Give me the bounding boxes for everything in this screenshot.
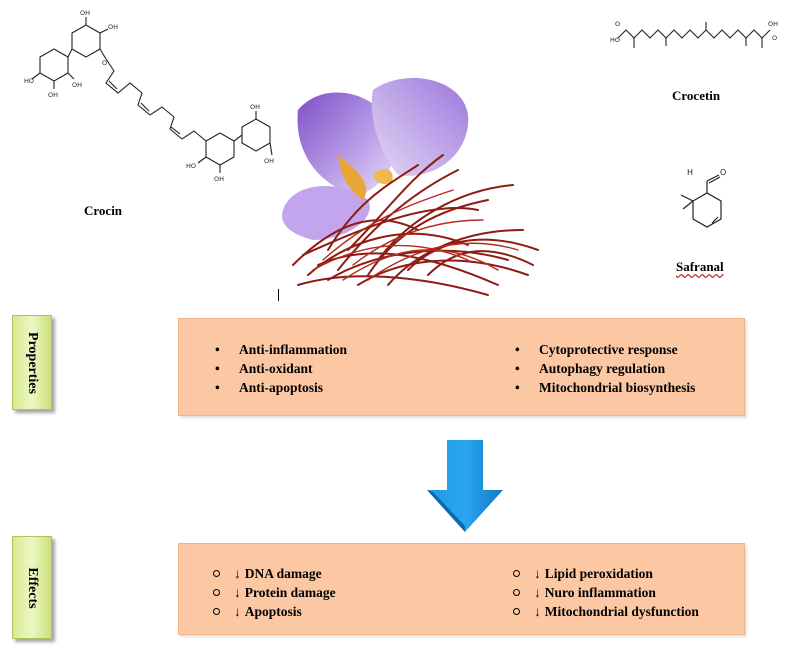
atom-label: O <box>102 59 107 67</box>
list-item: ↓DNA damage <box>213 564 336 583</box>
atom-label: OH <box>250 103 260 111</box>
atom-label: OH <box>48 91 58 99</box>
properties-right-list: •Cytoprotective response •Autophagy regu… <box>515 340 695 397</box>
crocin-structure: HO OH OH OH OH O HO OH OH OH <box>24 9 274 183</box>
safranal-structure: H O <box>680 168 726 228</box>
saffron-flower-image <box>282 77 539 296</box>
atom-label: HO <box>24 77 34 85</box>
effects-left-list: ↓DNA damage ↓Protein damage ↓Apoptosis <box>213 564 336 621</box>
atom-label: O <box>772 34 777 42</box>
list-item: ↓Nuro inflammation <box>513 583 699 602</box>
effects-tab: Effects <box>12 536 52 639</box>
effects-tab-label: Effects <box>25 566 40 609</box>
atom-label: OH <box>72 81 82 89</box>
list-item: ↓Apoptosis <box>213 602 336 621</box>
list-item: ↓Protein damage <box>213 583 336 602</box>
text-cursor-mark <box>278 289 279 301</box>
atom-label: OH <box>80 9 90 17</box>
atom-label: OH <box>108 23 118 31</box>
properties-tab-label: Properties <box>25 331 40 394</box>
effects-right-list: ↓Lipid peroxidation ↓Nuro inflammation ↓… <box>513 564 699 621</box>
list-item: •Anti-apoptosis <box>215 380 324 395</box>
crocetin-label: Crocetin <box>672 88 721 103</box>
list-item: •Anti-oxidant <box>215 361 313 376</box>
list-item: ↓Mitochondrial dysfunction <box>513 602 699 621</box>
properties-tab: Properties <box>12 315 52 410</box>
atom-label: OH <box>768 20 778 28</box>
list-item: •Cytoprotective response <box>515 342 678 357</box>
atom-label: O <box>615 20 620 28</box>
properties-panel: •Anti-inflammation •Anti-oxidant •Anti-a… <box>178 318 745 416</box>
atom-label: OH <box>214 175 224 183</box>
crocetin-structure: HO O OH O <box>610 20 778 48</box>
list-item: ↓Lipid peroxidation <box>513 564 699 583</box>
atom-label: HO <box>610 36 620 44</box>
list-item: •Anti-inflammation <box>215 342 347 357</box>
atom-label: OH <box>264 157 274 165</box>
atom-label: HO <box>186 162 196 170</box>
effects-panel: ↓DNA damage ↓Protein damage ↓Apoptosis ↓… <box>178 543 745 635</box>
atom-label: O <box>720 168 726 177</box>
safranal-label: Safranal <box>676 259 724 274</box>
list-item: •Mitochondrial biosynthesis <box>515 380 696 395</box>
atom-label: H <box>687 168 693 177</box>
list-item: •Autophagy regulation <box>515 361 666 376</box>
down-arrow <box>427 440 503 532</box>
crocin-label: Crocin <box>84 203 123 218</box>
properties-left-list: •Anti-inflammation •Anti-oxidant •Anti-a… <box>215 340 347 397</box>
